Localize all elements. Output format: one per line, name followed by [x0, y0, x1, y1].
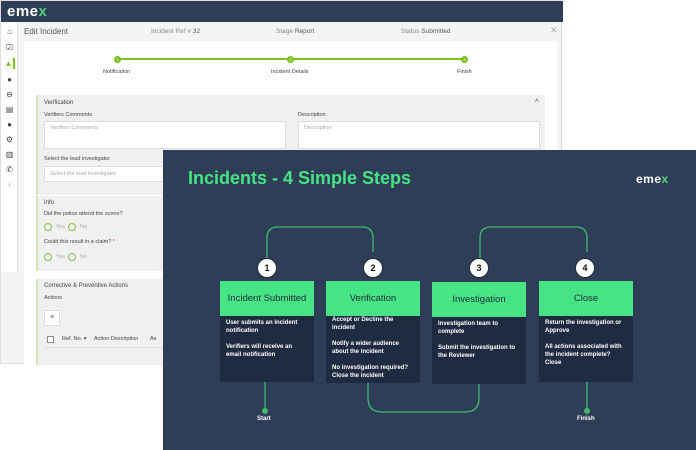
step-1-body: User submits an incident notification Ve…: [226, 320, 298, 358]
finish-label: Finish: [577, 416, 595, 422]
start-dot: [262, 408, 268, 414]
logo-text: eme: [636, 172, 662, 186]
arrow-1-to-2: [266, 226, 374, 258]
emex-logo: emex: [636, 172, 669, 186]
actions-title: Corrective & Preventive Actions: [44, 283, 129, 289]
step-2-number: 2: [363, 258, 383, 278]
block-icon[interactable]: ⊖: [6, 90, 13, 99]
claim-yes-radio[interactable]: [44, 253, 52, 261]
col-action-description[interactable]: Action Description: [94, 336, 139, 342]
col-ref-no[interactable]: Ref. No. ▾: [62, 336, 87, 342]
phone-icon[interactable]: ✆: [6, 165, 13, 174]
document-icon[interactable]: ▤: [5, 105, 14, 114]
step-2-title: Verification: [326, 281, 420, 316]
step-4-number: 4: [575, 258, 595, 278]
claim-question-text: Could this result in a claim?: [44, 239, 112, 245]
arrow-2-to-3: [367, 382, 480, 413]
yes-label: Yes: [56, 224, 65, 230]
logo-x: x: [661, 172, 669, 186]
required-marker: *: [112, 239, 115, 245]
step-4-title: Close: [539, 281, 633, 316]
select-all-checkbox[interactable]: [47, 336, 54, 343]
claim-question: Could this result in a claim? *: [44, 239, 115, 245]
police-yes-radio[interactable]: [44, 223, 52, 231]
stage-label: Stage: [276, 28, 293, 35]
description-placeholder: Description: [304, 125, 332, 131]
arrow-3-to-4: [479, 226, 588, 258]
verifiers-comments-input[interactable]: Verifiers Comments: [44, 121, 286, 149]
lead-label: Select the lead investigator: [44, 156, 111, 162]
ref-value: 32: [192, 28, 201, 35]
steps-infographic: Incidents - 4 Simple Steps emex Start Fi…: [163, 150, 696, 450]
police-no-radio[interactable]: [68, 223, 76, 231]
ref-label: Incident Ref #: [151, 28, 192, 35]
top-bar: emex: [1, 1, 563, 22]
sidebar: ⌂ ☑ ▲ ● ⊖ ▤ ● ⚙ ▥ ✆ ›: [1, 22, 18, 272]
collapse-chevron-icon[interactable]: ˄: [534, 98, 539, 105]
no-label: No: [80, 254, 88, 260]
step-3-label: Finish: [457, 69, 472, 75]
finish-dot: [584, 408, 590, 414]
description-label: Description: [298, 112, 326, 118]
step-1-label: Notification: [103, 69, 131, 75]
col-ref-text: Ref. No.: [62, 336, 83, 342]
logo-text: eme: [7, 3, 39, 20]
expand-chevron-icon[interactable]: ›: [8, 180, 11, 189]
step-3-body: Investigation team to complete Submit th…: [438, 321, 516, 359]
comments-label: Verifiers Comments: [44, 112, 92, 118]
page-title: Edit Incident: [24, 27, 69, 36]
verification-title: Verification: [44, 100, 74, 106]
status-label: Status: [401, 28, 420, 35]
step-1-number: 1: [257, 258, 277, 278]
stage-value: Report: [294, 28, 315, 35]
lead-placeholder: Select the lead investigator: [50, 171, 117, 177]
comments-placeholder: Verifiers Comments: [50, 125, 98, 131]
flow-connectors: [262, 226, 590, 414]
chat-icon[interactable]: ●: [7, 75, 12, 84]
yes-label: Yes: [56, 254, 65, 260]
close-icon[interactable]: ✕: [550, 25, 558, 35]
step-4-body: Return the investigation or Approve All …: [545, 320, 622, 366]
step-3[interactable]: 3: [461, 56, 468, 63]
logo-x: x: [38, 3, 48, 20]
settings-icon[interactable]: ⚙: [5, 135, 14, 144]
step-2-body: Accept or Decline the incident Notify a …: [332, 317, 409, 379]
police-question: Did the police attend the scene?: [44, 211, 123, 217]
info-title: Info: [44, 200, 55, 206]
status: Status Submitted: [401, 28, 451, 35]
info-icon[interactable]: ●: [7, 120, 12, 129]
start-label: Start: [257, 416, 271, 422]
warning-icon[interactable]: ▲: [4, 58, 15, 69]
header-divider: [44, 347, 184, 348]
checklist-icon[interactable]: ☑: [5, 43, 14, 52]
step-2[interactable]: 2: [287, 56, 294, 63]
step-1-title: Incident Submitted: [220, 281, 314, 316]
incident-ref: Incident Ref # 32: [151, 28, 200, 35]
step-2-label: Incident Details: [271, 69, 309, 75]
step-3-title: Investigation: [432, 282, 526, 317]
no-label: No: [80, 224, 88, 230]
claim-no-radio[interactable]: [68, 253, 76, 261]
home-icon[interactable]: ⌂: [7, 27, 12, 36]
stage: Stage Report: [276, 28, 314, 35]
infographic-title: Incidents - 4 Simple Steps: [188, 168, 412, 188]
chart-icon[interactable]: ▥: [5, 150, 14, 159]
emex-logo[interactable]: emex: [7, 3, 47, 20]
actions-subtitle: Actions: [44, 295, 63, 301]
col-more[interactable]: As: [150, 336, 157, 342]
status-value: Submitted: [421, 28, 451, 35]
step-1[interactable]: 1: [114, 56, 121, 63]
description-input[interactable]: Description: [298, 121, 540, 149]
step-3-number: 3: [469, 258, 489, 278]
list-view-button[interactable]: ≡: [44, 310, 60, 326]
